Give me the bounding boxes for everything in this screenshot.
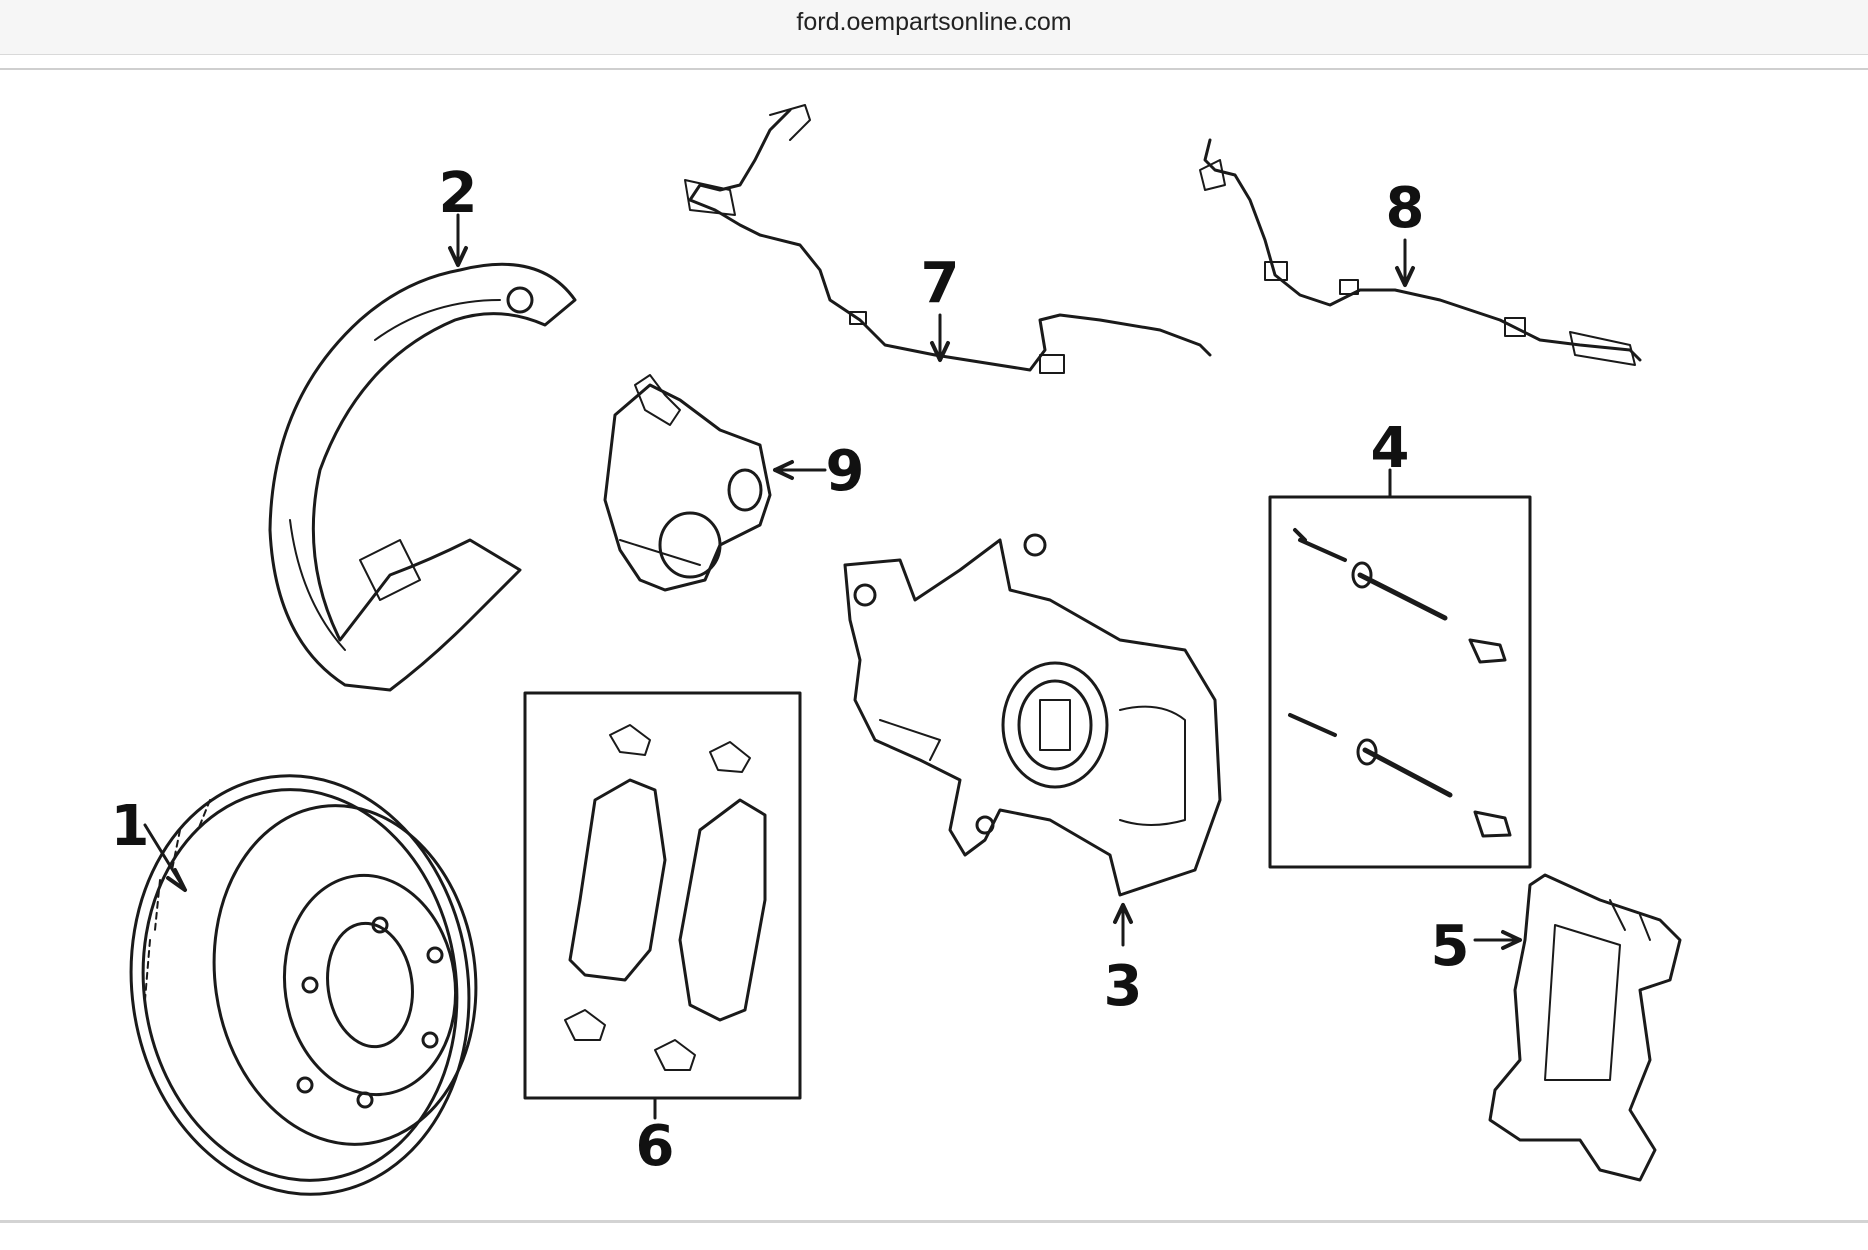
callout-5: 5	[1431, 914, 1470, 979]
callout-3: 3	[1104, 954, 1143, 1019]
part-6-brake-pad-kit	[523, 691, 802, 1120]
callout-6: 6	[636, 1114, 675, 1179]
callout-4: 4	[1371, 416, 1410, 481]
part-1-brake-rotor	[129, 774, 478, 1196]
callout-1: 1	[111, 794, 150, 859]
bottom-divider	[0, 1220, 1868, 1223]
callout-7: 7	[921, 251, 960, 316]
toolbar-divider	[0, 68, 1868, 70]
part-9-parking-brake-actuator	[603, 374, 772, 592]
part-4-bolt-kit	[1268, 468, 1532, 869]
part-7-abs-sensor-wire	[684, 104, 1212, 374]
callout-8: 8	[1386, 176, 1425, 241]
url-text[interactable]: ford.oempartsonline.com	[796, 8, 1072, 36]
leader-lines	[143, 213, 1522, 950]
part-5-caliper-bracket	[1488, 873, 1682, 1182]
brake-parts-diagram: 1 2 3 4 5 6 7 8 9	[111, 104, 1682, 1196]
part-2-dust-shield	[268, 262, 577, 692]
callout-9: 9	[826, 439, 865, 504]
callout-2: 2	[439, 161, 478, 226]
part-8-abs-sensor-wire	[1199, 138, 1642, 366]
browser-address-bar[interactable]: ford.oempartsonline.com	[0, 0, 1868, 55]
part-3-brake-caliper	[843, 533, 1222, 897]
